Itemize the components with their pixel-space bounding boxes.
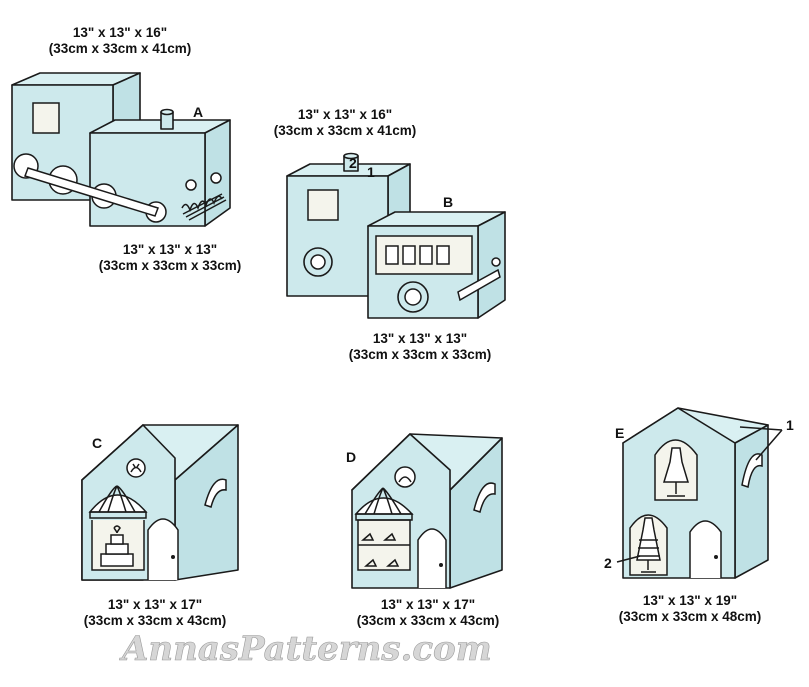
house-e-tag: E — [615, 425, 624, 441]
house-c-door — [147, 518, 179, 580]
house-d-door — [417, 528, 447, 588]
train-a-top-size-metric: (33cm x 33cm x 41cm) — [49, 41, 192, 56]
truck-b-window — [307, 189, 339, 221]
house-d: D — [346, 433, 503, 589]
house-e-door — [689, 520, 722, 578]
truck-b-callout-1: 1 — [367, 164, 375, 180]
truck-b-front-face — [477, 211, 506, 319]
truck-b: 2 1 B — [286, 152, 506, 319]
house-d-size-metric: (33cm x 33cm x 43cm) — [357, 613, 500, 628]
train-a-headlight-icon — [185, 179, 197, 191]
house-c-cake-icon — [100, 553, 134, 567]
house-e-callout-1: 1 — [786, 417, 794, 433]
truck-b-headlight-icon — [491, 257, 501, 267]
house-d-size: 13" x 13" x 17" — [381, 597, 475, 612]
house-c-side-arch — [204, 478, 227, 508]
truck-b-top-size-metric: (33cm x 33cm x 41cm) — [274, 123, 417, 138]
house-d-tag: D — [346, 449, 356, 465]
house-e-callout-2: 2 — [604, 555, 612, 571]
truck-b-top-size: 13" x 13" x 16" — [298, 107, 392, 122]
train-a: A — [11, 72, 231, 227]
train-a-bottom-size-metric: (33cm x 33cm x 33cm) — [99, 258, 242, 273]
truck-b-bottom-size-metric: (33cm x 33cm x 33cm) — [349, 347, 492, 362]
train-a-rod — [24, 167, 159, 217]
house-c-tag: C — [92, 435, 102, 451]
house-e: 1 2 E — [604, 407, 794, 579]
house-e-side — [734, 424, 769, 579]
train-a-bottom-size: 13" x 13" x 13" — [123, 242, 217, 257]
house-e-dress-icon — [662, 447, 690, 483]
house-e-callout-line-2 — [616, 555, 641, 563]
house-e-size-metric: (33cm x 33cm x 48cm) — [619, 609, 762, 624]
house-c: C — [81, 424, 239, 581]
house-d-side-arch — [473, 482, 496, 513]
house-e-gown-icon — [636, 517, 661, 561]
house-c-size-metric: (33cm x 33cm x 43cm) — [84, 613, 227, 628]
truck-b-bottom-size: 13" x 13" x 13" — [373, 331, 467, 346]
truck-b-bumper — [457, 268, 501, 302]
train-a-tag: A — [193, 104, 203, 120]
truck-b-callout-2: 2 — [349, 155, 357, 171]
house-c-size: 13" x 13" x 17" — [108, 597, 202, 612]
train-a-top-size: 13" x 13" x 16" — [73, 25, 167, 40]
truck-b-tag: B — [443, 194, 453, 210]
house-d-shoe-icon — [360, 532, 400, 567]
watermark: AnnasPatterns.com — [119, 629, 492, 669]
house-e-side-arch — [741, 453, 763, 488]
house-e-callout-line-1 — [739, 426, 783, 461]
train-a-cab-window — [32, 102, 60, 134]
house-e-size: 13" x 13" x 19" — [643, 593, 737, 608]
